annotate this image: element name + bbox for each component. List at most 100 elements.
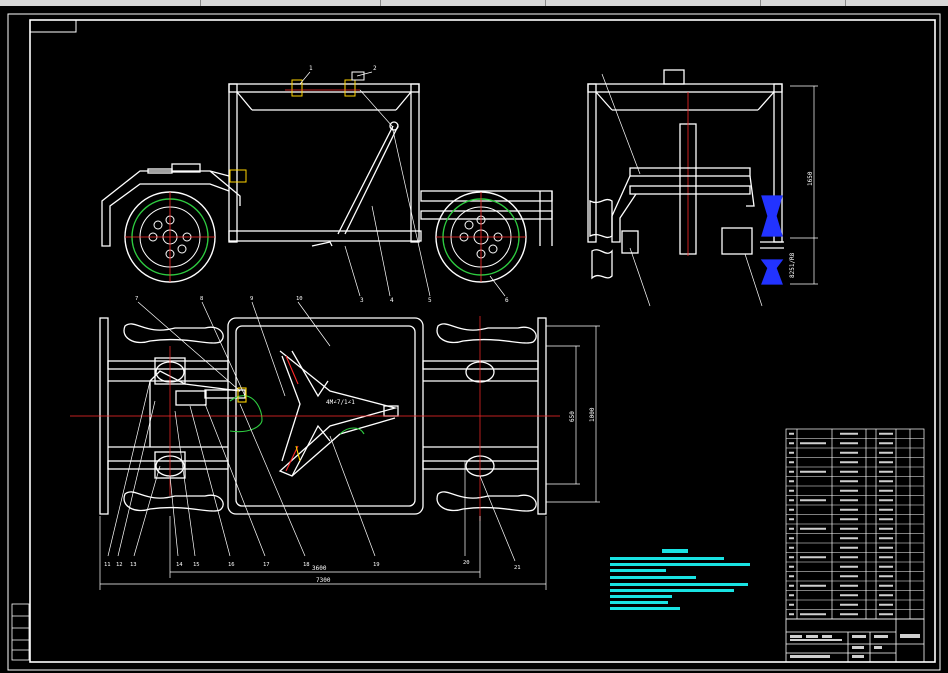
parts-row-glyph (789, 603, 794, 606)
parts-row-glyph (879, 556, 893, 559)
svg-text:10: 10 (296, 296, 303, 302)
parts-row-glyph (879, 489, 893, 492)
parts-row-glyph (789, 442, 794, 445)
parts-row-code-glyph (800, 613, 826, 616)
parts-row-glyph (840, 546, 858, 549)
parts-row-code-glyph (800, 470, 826, 473)
parts-row-glyph (879, 527, 893, 530)
parts-row-glyph (840, 537, 858, 540)
parts-row-glyph (789, 556, 794, 559)
svg-text:8251/R8: 8251/R8 (789, 252, 796, 278)
parts-row-glyph (879, 461, 893, 464)
svg-text:16: 16 (228, 562, 235, 568)
parts-row-glyph (840, 489, 858, 492)
parts-row-glyph (789, 613, 794, 616)
parts-row-glyph (789, 499, 794, 502)
parts-row-glyph (840, 575, 858, 578)
parts-row-glyph (840, 470, 858, 473)
parts-row-glyph (789, 594, 794, 597)
svg-text:4: 4 (390, 297, 394, 304)
parts-row-code-glyph (800, 584, 826, 587)
svg-text:18: 18 (303, 562, 310, 568)
svg-text:21: 21 (514, 565, 521, 571)
parts-row-glyph (840, 556, 858, 559)
parts-row-glyph (879, 537, 893, 540)
parts-row-glyph (879, 575, 893, 578)
svg-text:650: 650 (569, 411, 576, 422)
svg-text:19: 19 (373, 562, 380, 568)
cad-drawing-canvas[interactable]: 1 2 3 4 5 6 (0, 6, 948, 673)
svg-text:15: 15 (193, 562, 200, 568)
parts-row-glyph (840, 461, 858, 464)
parts-row-glyph (789, 480, 794, 483)
top-mounts (229, 71, 365, 183)
parts-row-glyph (840, 432, 858, 435)
end-view (587, 69, 784, 285)
svg-text:3: 3 (360, 297, 364, 304)
parts-row-glyph (840, 499, 858, 502)
parts-row-glyph (789, 451, 794, 454)
svg-text:7: 7 (135, 296, 138, 302)
svg-text:13: 13 (130, 562, 137, 568)
parts-row-glyph (879, 613, 893, 616)
parts-row-glyph (879, 480, 893, 483)
svg-text:1650: 1650 (807, 171, 814, 186)
plan-dimensions (99, 325, 600, 590)
plow-accents (229, 355, 365, 472)
parts-row-glyph (879, 499, 893, 502)
plan-note: 4M∠7/1∠1 (326, 399, 355, 406)
parts-row-glyph (879, 546, 893, 549)
parts-row-glyph (789, 432, 794, 435)
parts-row-glyph (840, 565, 858, 568)
svg-text:1: 1 (309, 65, 313, 72)
rear-wheel-side (435, 191, 527, 283)
parts-row-glyph (879, 603, 893, 606)
svg-text:17: 17 (263, 562, 270, 568)
parts-row-glyph (840, 518, 858, 521)
side-view-leaders (299, 71, 506, 297)
parts-row-glyph (840, 480, 858, 483)
parts-row-glyph (789, 575, 794, 578)
app-title-strip (0, 0, 948, 6)
parts-row-glyph (879, 565, 893, 568)
parts-row-glyph (789, 518, 794, 521)
parts-row-glyph (789, 565, 794, 568)
inner-frame (29, 19, 936, 663)
svg-text:3600: 3600 (312, 565, 327, 572)
end-view-dimensions (601, 73, 818, 307)
parts-row-glyph (789, 584, 794, 587)
plan-balloons: 7 8 9 10 11 12 13 14 15 16 17 18 19 20 2… (104, 296, 521, 571)
plan-leaders (107, 301, 516, 562)
parts-row-code-glyph (800, 556, 826, 559)
parts-row-code-glyph (800, 442, 826, 445)
svg-text:9: 9 (250, 296, 253, 302)
side-view-balloons: 1 2 3 4 5 6 (309, 65, 509, 304)
parts-row-glyph (840, 508, 858, 511)
side-view (101, 83, 553, 247)
front-wheel-side (124, 191, 216, 283)
parts-row-glyph (789, 508, 794, 511)
parts-row-glyph (840, 594, 858, 597)
svg-text:12: 12 (116, 562, 123, 568)
svg-text:14: 14 (176, 562, 183, 568)
parts-row-glyph (879, 470, 893, 473)
technical-notes-block (610, 549, 750, 610)
parts-row-glyph (789, 527, 794, 530)
parts-row-glyph (840, 603, 858, 606)
parts-row-glyph (840, 613, 858, 616)
parts-row-glyph (879, 594, 893, 597)
parts-list-rows (786, 432, 924, 616)
parts-row-code-glyph (800, 527, 826, 530)
parts-row-glyph (789, 489, 794, 492)
left-strip-boxes (11, 603, 30, 661)
end-view-dim-labels: 1650 8251/R8 (789, 171, 814, 278)
outer-frame (7, 13, 941, 671)
svg-text:6: 6 (505, 297, 509, 304)
svg-text:2: 2 (373, 65, 377, 72)
parts-row-glyph (840, 442, 858, 445)
parts-row-glyph (879, 584, 893, 587)
svg-text:11: 11 (104, 562, 111, 568)
parts-row-glyph (879, 442, 893, 445)
svg-text:1000: 1000 (589, 407, 596, 422)
svg-text:20: 20 (463, 560, 470, 566)
